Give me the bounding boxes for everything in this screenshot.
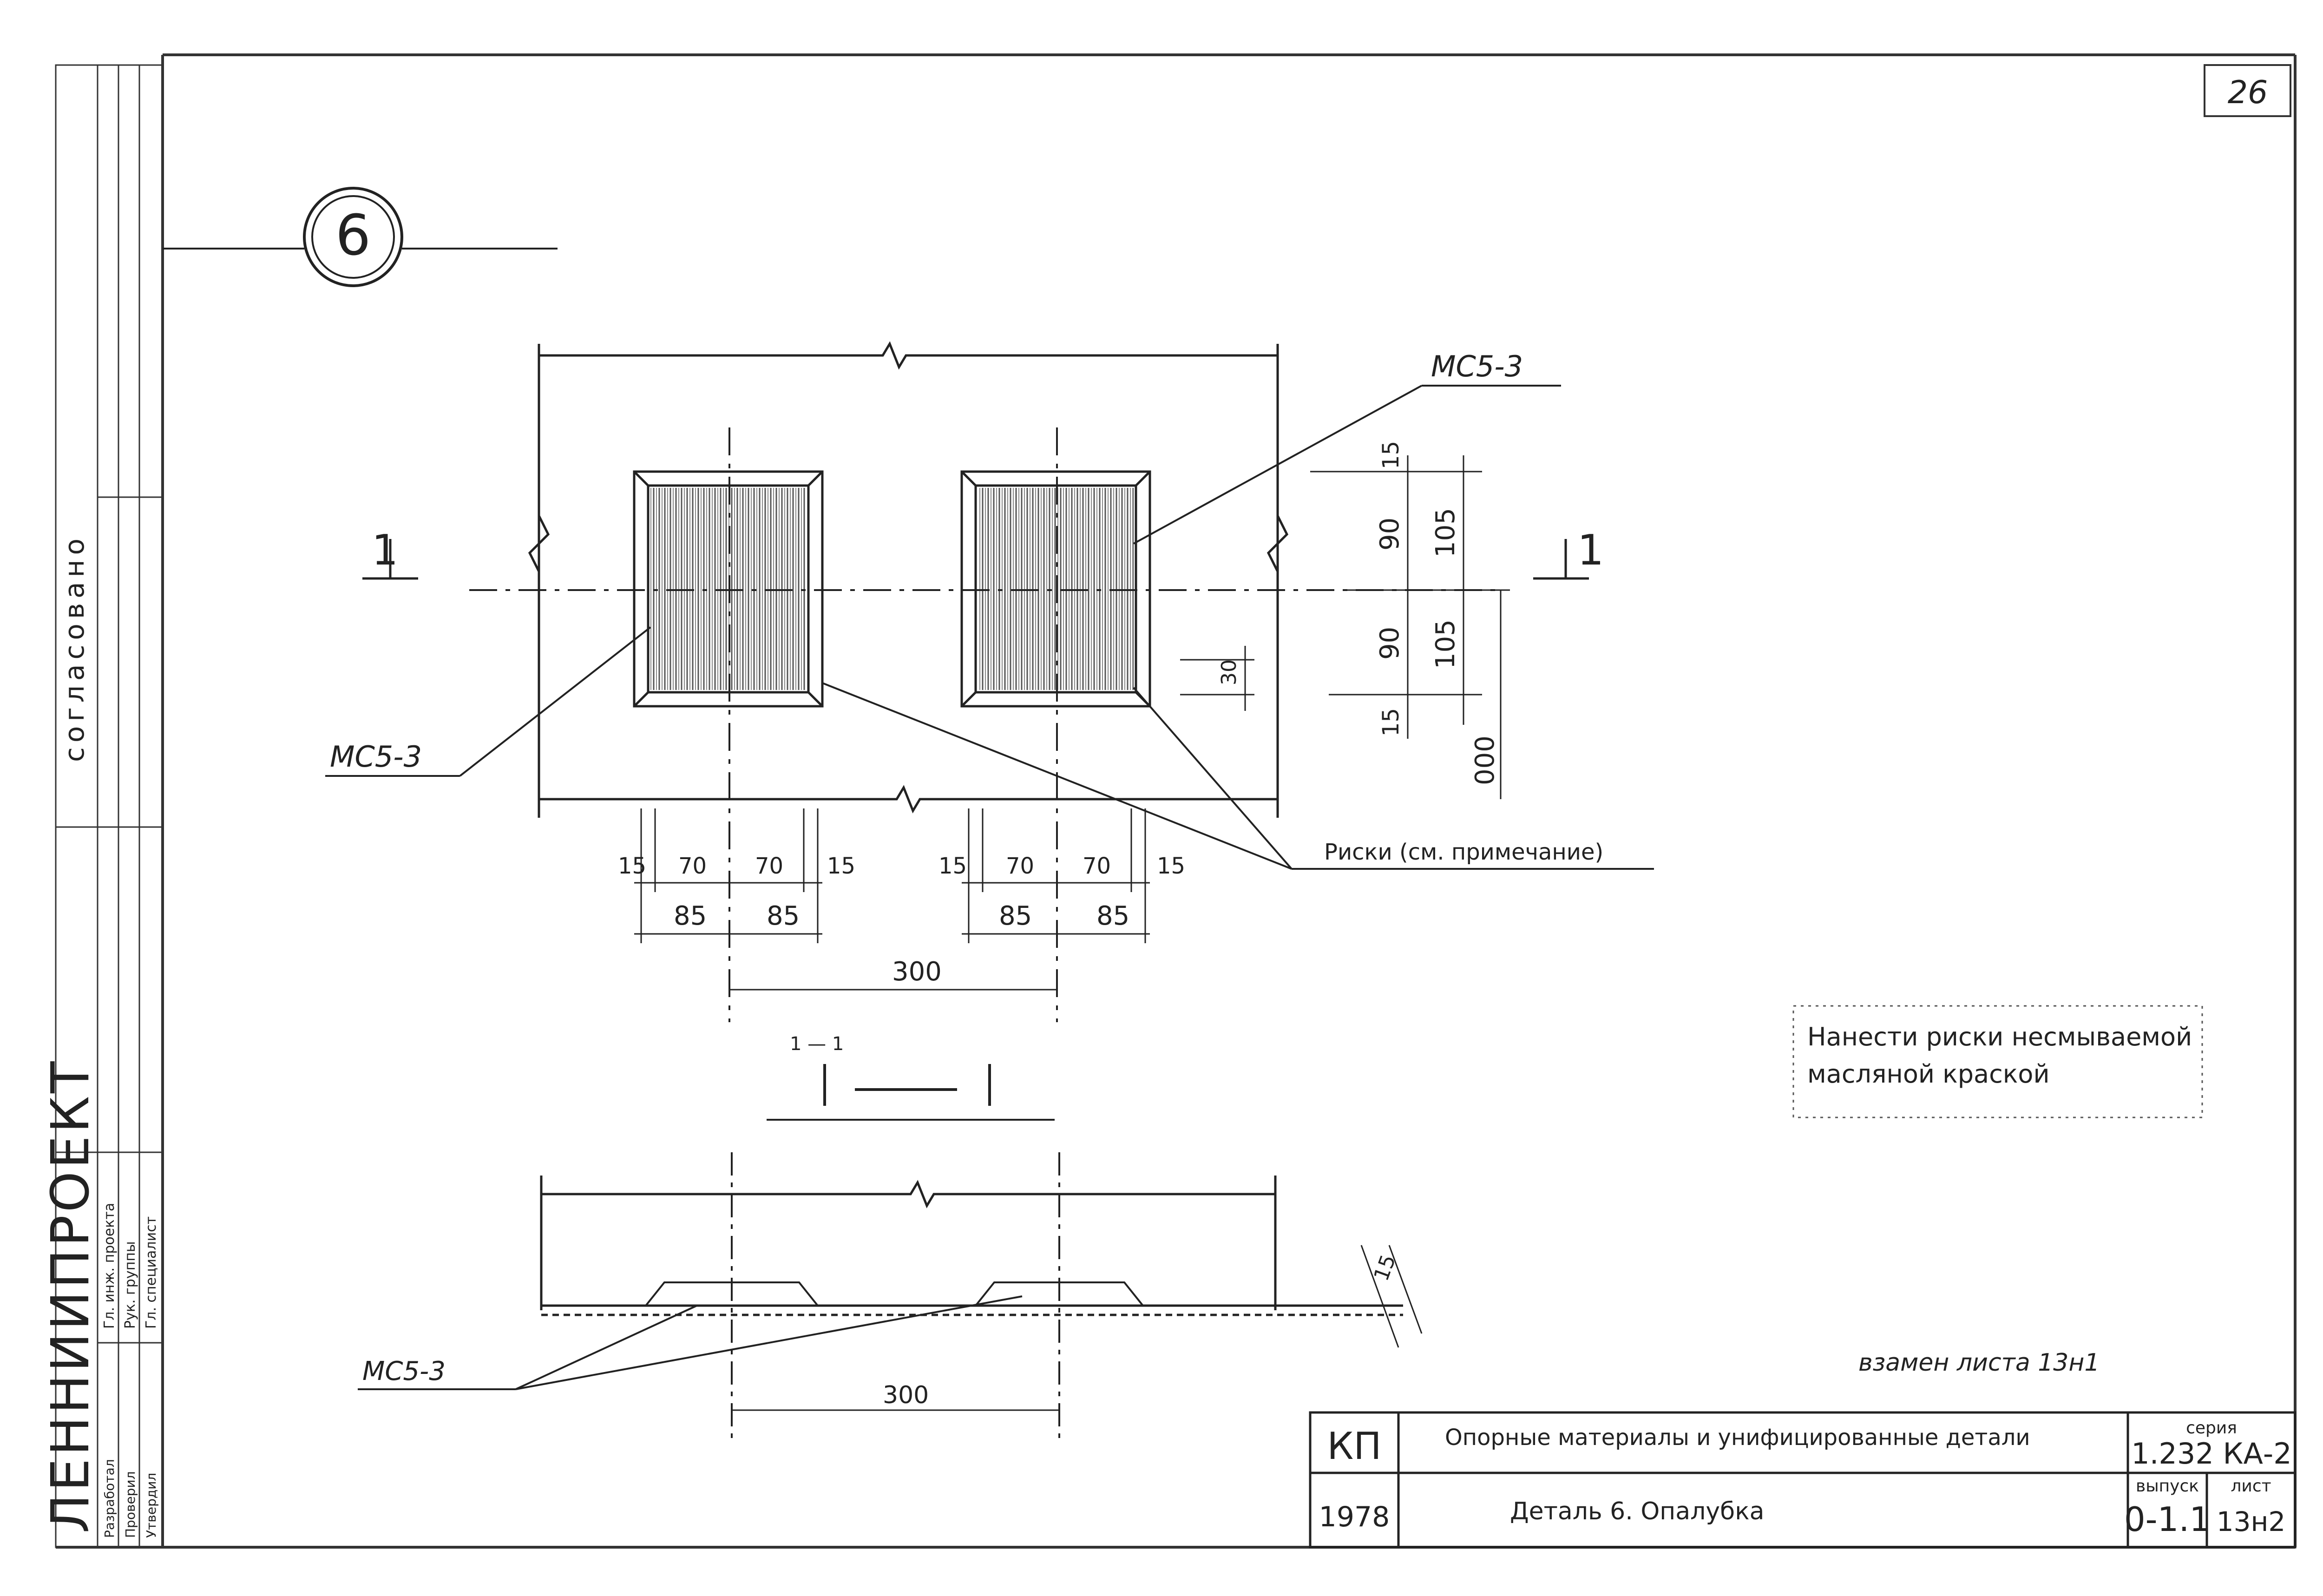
plate-left-hatch bbox=[650, 488, 806, 690]
tb-issue-value: 0-1.1 bbox=[2124, 1500, 2211, 1539]
dim-r-4: 15 bbox=[1378, 708, 1404, 736]
dim-m-2: 85 bbox=[767, 901, 800, 931]
dim-b-6: 70 bbox=[1006, 853, 1034, 879]
side-stamp bbox=[55, 64, 164, 1548]
stamp-row-2: Рук. группы bbox=[122, 1241, 138, 1329]
tb-year: 1978 bbox=[1319, 1501, 1390, 1533]
dim-r-3: 90 bbox=[1375, 627, 1405, 660]
cut-mark-right: 1 bbox=[1577, 526, 1604, 575]
tb-series-label: серия bbox=[2186, 1419, 2237, 1438]
section-cut-marks bbox=[362, 539, 1589, 580]
stamp-row-1: Гл. инж. проекта bbox=[101, 1203, 118, 1329]
leaders bbox=[325, 385, 1654, 870]
detail-marker bbox=[163, 187, 558, 287]
dim-b-4: 15 bbox=[827, 853, 855, 879]
tb-sheet-label: лист bbox=[2231, 1477, 2271, 1496]
section-dim-300: 300 bbox=[883, 1381, 929, 1409]
page-number: 26 bbox=[2228, 74, 2268, 111]
stamp-check: Проверил bbox=[123, 1471, 138, 1538]
dim-b-8: 15 bbox=[1157, 853, 1185, 879]
stamp-dev: Разработал bbox=[102, 1459, 117, 1538]
label-risks: Риски (см. примечание) bbox=[1324, 839, 1603, 865]
dim-b-2: 70 bbox=[678, 853, 707, 879]
dim-b-5: 15 bbox=[938, 853, 967, 879]
section-leaders bbox=[358, 1295, 1059, 1411]
section-title: 1 — 1 bbox=[790, 1033, 844, 1055]
dim-r-5: 105 bbox=[1431, 508, 1461, 558]
tb-series-value: 1.232 КА-2 bbox=[2131, 1437, 2291, 1471]
section-title-block bbox=[767, 1064, 1055, 1121]
dim-b-1: 15 bbox=[618, 853, 646, 879]
plate-right-hatch bbox=[978, 488, 1134, 690]
dim-r-30: 30 bbox=[1217, 659, 1241, 685]
tb-sheet-value: 13н2 bbox=[2217, 1506, 2286, 1537]
stamp-row-3: Гл. специалист bbox=[143, 1216, 159, 1329]
stamp-org: ЛЕННИИПРОЕКТ bbox=[40, 1058, 101, 1533]
right-dimension-lines bbox=[1180, 455, 1510, 799]
dim-m-1: 85 bbox=[674, 901, 707, 931]
dim-b-7: 70 bbox=[1083, 853, 1111, 879]
dim-m-4: 85 bbox=[1096, 901, 1129, 931]
title-block bbox=[1309, 1411, 2297, 1549]
right-dim-texts: 15 90 90 15 105 105 000 30 bbox=[1217, 441, 1500, 785]
dim-r-1: 15 bbox=[1378, 441, 1404, 469]
bottom-dim-texts: 15 70 70 15 15 70 70 15 85 85 85 85 300 bbox=[618, 853, 1185, 987]
label-plate-left: МС5-3 bbox=[330, 740, 422, 774]
label-plate-right: МС5-3 bbox=[1431, 349, 1523, 383]
tb-issue-label: выпуск bbox=[2136, 1477, 2199, 1496]
section-axes bbox=[731, 1152, 1060, 1440]
section-view bbox=[540, 1176, 1423, 1348]
sheet-frame bbox=[56, 53, 2297, 1549]
note-line-2: масляной краской bbox=[1807, 1059, 2050, 1089]
plan-view bbox=[528, 341, 1289, 818]
tb-title: Опорные материалы и унифицированные дета… bbox=[1445, 1425, 2030, 1451]
dim-r-2: 90 bbox=[1375, 518, 1405, 551]
tb-subtitle: Деталь 6. Опалубка bbox=[1510, 1497, 1764, 1525]
note-line-1: Нанести риски несмываемой bbox=[1807, 1022, 2192, 1051]
stamp-approve: Утвердил bbox=[144, 1473, 159, 1538]
section-label-plates: МС5-3 bbox=[362, 1356, 446, 1386]
cut-mark-left: 1 bbox=[372, 526, 398, 575]
detail-marker-number: 6 bbox=[335, 204, 371, 268]
dim-b-3: 70 bbox=[755, 853, 783, 879]
dim-r-total: 000 bbox=[1470, 736, 1500, 785]
stamp-agreed: согласовано bbox=[59, 534, 90, 762]
bottom-dimension-lines bbox=[634, 808, 1150, 991]
plan-axes bbox=[469, 427, 1496, 1022]
dim-total-300: 300 bbox=[892, 957, 942, 987]
dim-r-6: 105 bbox=[1431, 619, 1461, 669]
replacement-note: взамен листа 13н1 bbox=[1858, 1349, 2100, 1377]
tb-code: КП bbox=[1327, 1425, 1382, 1468]
dim-m-3: 85 bbox=[999, 901, 1032, 931]
